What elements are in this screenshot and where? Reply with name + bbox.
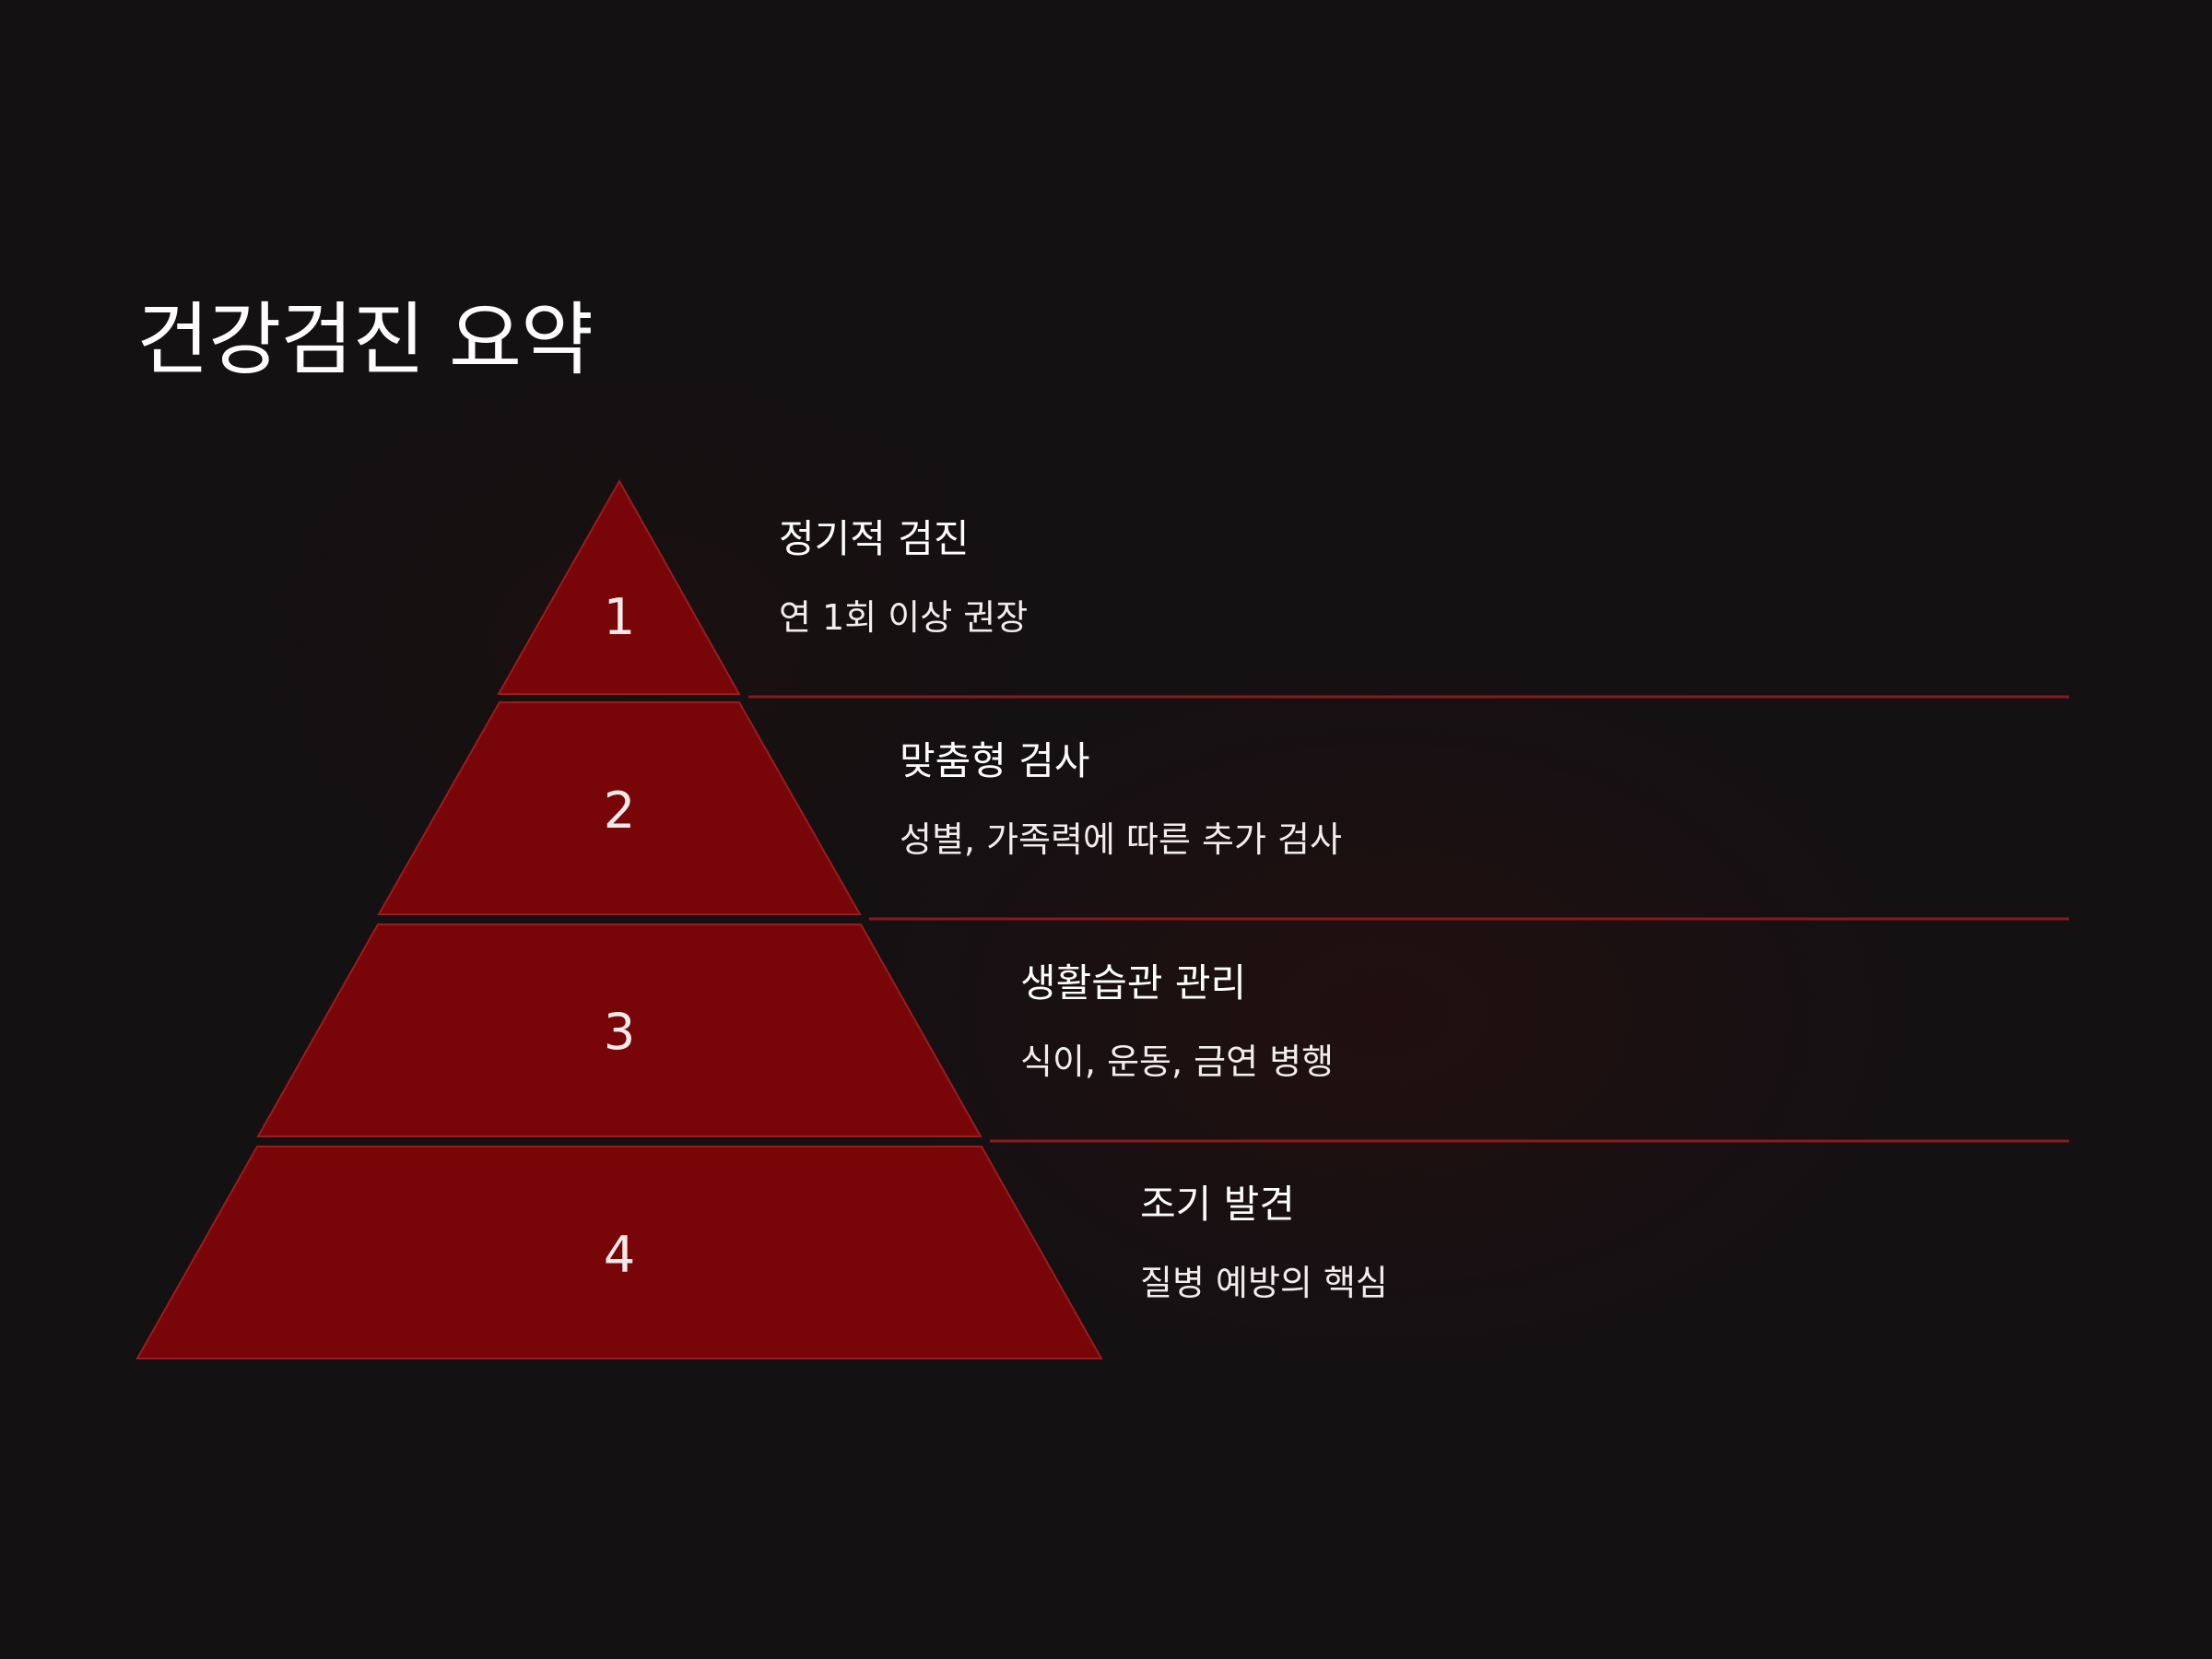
tier-label-4: 조기 발견 질병 예방의 핵심 [1140,1182,1388,1305]
tier-title-1: 정기적 검진 [779,516,970,561]
pyramid-tier-1 [497,478,741,695]
tier-title-2: 맞춤형 검사 [900,738,1090,783]
tier-title-4: 조기 발견 [1140,1182,1295,1227]
slide-title: 건강검진 요약 [136,294,594,386]
tier-description-1: 연 1회 이상 권장 [779,597,1029,639]
tier-description-3: 식이, 운동, 금연 병행 [1020,1041,1335,1083]
tier-label-3: 생활습관 관리 식이, 운동, 금연 병행 [1020,960,1334,1084]
tier-description-4: 질병 예방의 핵심 [1140,1263,1388,1304]
tier-number-4: 4 [604,1226,635,1284]
pyramid-tier-4 [135,1146,1103,1359]
tier-label-2: 맞춤형 검사 성별, 가족력에 따른 추가 검사 [900,738,1342,862]
tier-title-3: 생활습관 관리 [1020,960,1247,1006]
tier-description-2: 성별, 가족력에 따른 추가 검사 [900,819,1342,861]
tier-label-1: 정기적 검진 연 1회 이상 권장 [779,516,1028,640]
pyramid-tier-3 [256,924,982,1137]
tier-number-2: 2 [604,782,635,840]
pyramid-tier-2 [377,701,862,915]
tier-number-1: 1 [604,588,635,646]
tier-number-3: 3 [604,1003,635,1061]
